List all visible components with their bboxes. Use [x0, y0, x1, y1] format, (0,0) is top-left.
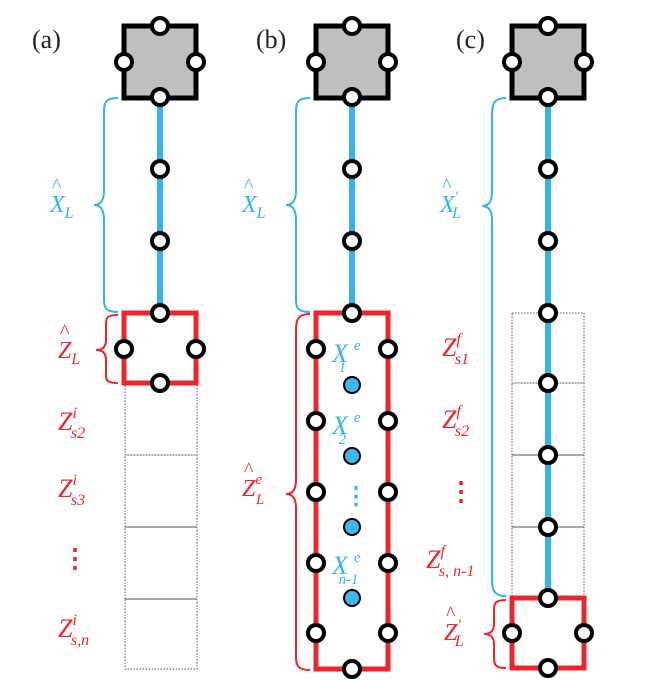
- panel-b-node: [306, 339, 326, 359]
- panel-a-tag: (a): [32, 25, 61, 54]
- panel-b-node: [306, 52, 326, 72]
- panel-b-node: [378, 411, 398, 431]
- panel-c-x-label: X′L: [439, 189, 461, 222]
- panel-c-node: [502, 52, 522, 72]
- panel-c-node: [538, 588, 558, 608]
- panel-a-z-label: ZL: [58, 338, 80, 368]
- panel-b-inner-dot: [343, 518, 361, 536]
- panel-b-node: [342, 303, 362, 323]
- panel-c-node: [538, 16, 558, 36]
- panel-a-node: [150, 231, 170, 251]
- panel-a-red-square: [121, 310, 199, 386]
- panel-a-cell-3: [124, 526, 198, 600]
- panel-b-blue-brace: [285, 97, 311, 313]
- panel-c-node: [538, 159, 558, 179]
- panel-b-red-brace: [285, 313, 311, 671]
- panel-b-tag: (b): [256, 25, 286, 54]
- panel-b-node: [306, 482, 326, 502]
- panel-a-z-hat: ^: [60, 321, 70, 343]
- panel-b-inner-dot: [343, 589, 361, 607]
- panel-c-red-square: [509, 595, 587, 671]
- panel-b-inner-dot: [343, 447, 361, 465]
- panel-c-node: [574, 52, 594, 72]
- panel-a-x-label: XL: [49, 192, 74, 222]
- panel-b-node: [378, 52, 398, 72]
- panel-a-cell-4: [124, 598, 198, 670]
- panel-b: (b): [241, 16, 398, 679]
- panel-b-node: [378, 623, 398, 643]
- panel-a: (a) XL ^: [32, 16, 206, 670]
- panel-a-node: [186, 52, 206, 72]
- panel-c-z-hat: ^: [446, 603, 456, 625]
- panel-b-node: [342, 16, 362, 36]
- panel-a-node: [150, 303, 170, 323]
- panel-c-blue-brace: [481, 97, 507, 597]
- panel-c-node: [502, 623, 522, 643]
- panel-c-node: [538, 517, 558, 537]
- panel-a-cell-1: [124, 384, 198, 456]
- panel-a-red-brace: [95, 314, 119, 384]
- panel-c-node: [538, 445, 558, 465]
- panel-c-node: [538, 303, 558, 323]
- panel-a-node: [114, 339, 134, 359]
- panel-c-x-hat: ^: [442, 175, 452, 197]
- panel-a-node: [150, 16, 170, 36]
- panel-c-tag: (c): [456, 25, 485, 54]
- panel-b-node: [306, 623, 326, 643]
- panel-c-node: [538, 87, 558, 107]
- panel-a-cell-2: [124, 454, 198, 528]
- panel-b-node: [306, 411, 326, 431]
- panel-b-node: [342, 87, 362, 107]
- panel-b-node: [378, 482, 398, 502]
- panel-a-node: [186, 339, 206, 359]
- panel-c-red-brace: [483, 599, 507, 669]
- panel-b-inner-3: ⋮: [344, 484, 368, 510]
- panel-c-node: [538, 373, 558, 393]
- panel-c-node: [538, 658, 558, 678]
- panel-c-row-3: ⋮: [448, 477, 474, 506]
- panel-a-node: [150, 159, 170, 179]
- panel-b-x-hat: ^: [244, 175, 254, 197]
- panel-a-node: [150, 87, 170, 107]
- panel-b-node: [342, 231, 362, 251]
- panel-a-blue-brace: [93, 97, 119, 313]
- panel-b-inner-dot: [343, 376, 361, 394]
- panel-a-node: [114, 52, 134, 72]
- panel-b-node: [342, 159, 362, 179]
- panel-b-node: [378, 339, 398, 359]
- panel-b-node: [342, 659, 362, 679]
- panel-a-x-hat: ^: [52, 175, 62, 197]
- panel-b-node: [378, 553, 398, 573]
- panel-c-z-label: Z′L: [444, 617, 464, 650]
- panel-c-node: [574, 623, 594, 643]
- panel-b-node: [306, 553, 326, 573]
- panel-a-row-3: ⋮: [62, 544, 88, 573]
- panel-a-node: [150, 373, 170, 393]
- panel-c-node: [538, 231, 558, 251]
- panel-b-x-label: XL: [241, 192, 266, 222]
- panel-c: (c) X′L ^: [426, 16, 594, 678]
- panel-b-z-hat: ^: [244, 459, 254, 481]
